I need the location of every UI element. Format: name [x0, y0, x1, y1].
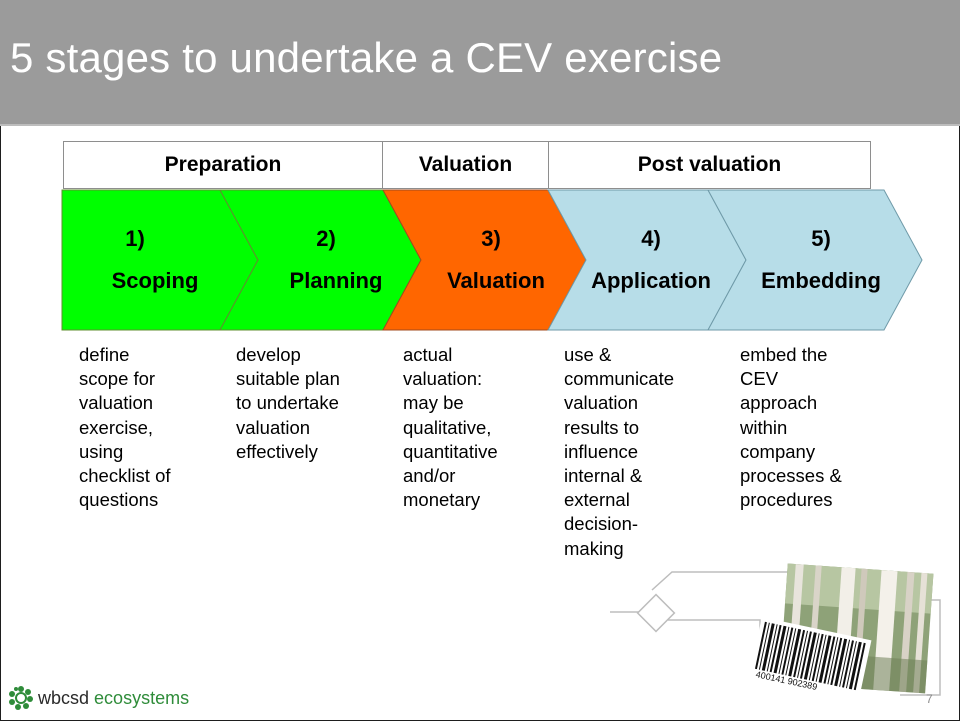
- stage-4-name: Application: [591, 268, 711, 293]
- stage-2-name: Planning: [289, 268, 383, 293]
- phase-valuation: Valuation: [383, 142, 549, 188]
- stage-1-description: define scope for valuation exercise, usi…: [79, 343, 171, 512]
- desc-line: within: [740, 416, 788, 438]
- desc-line: valuation:: [403, 368, 483, 390]
- stage-3-name: Valuation: [447, 268, 545, 293]
- desc-line: checklist of: [79, 465, 171, 487]
- wbcsd-logo: wbcsd ecosystems: [8, 685, 189, 711]
- stage-2-number: 2): [316, 226, 336, 251]
- stage-5-number: 5): [811, 226, 831, 251]
- desc-line: scope for: [79, 368, 156, 390]
- wbcsd-flower-icon: [9, 686, 33, 710]
- desc-line: define: [79, 344, 130, 365]
- stage-5-description: embed the CEV approach within company pr…: [740, 343, 842, 512]
- stage-5-chevron: [707, 189, 923, 331]
- stage-3-description: actual valuation: may be qualitative, qu…: [403, 343, 498, 512]
- stage-4-description: use & communicate valuation results to i…: [564, 343, 674, 561]
- desc-line: may be: [403, 392, 464, 414]
- desc-line: qualitative,: [403, 416, 492, 438]
- desc-line: exercise,: [79, 416, 154, 438]
- phase-preparation: Preparation: [64, 142, 383, 188]
- phase-header-table: Preparation Valuation Post valuation: [63, 141, 871, 189]
- stage-3-label: 3) Valuation: [436, 218, 556, 302]
- desc-line: procedures: [740, 489, 833, 511]
- stage-5-name: Embedding: [761, 268, 881, 293]
- phase-post-valuation: Post valuation: [637, 153, 782, 176]
- desc-line: communicate: [564, 368, 675, 390]
- desc-line: using: [79, 440, 124, 462]
- desc-line: influence: [564, 440, 639, 462]
- logo-text: wbcsd ecosystems: [38, 688, 189, 709]
- desc-line: internal &: [564, 465, 643, 487]
- desc-line: valuation: [564, 392, 639, 414]
- stage-2-label: 2) Planning: [276, 218, 396, 302]
- stage-4-number: 4): [641, 226, 661, 251]
- logo-wbcsd: wbcsd: [38, 687, 90, 708]
- stage-4-label: 4) Application: [578, 218, 724, 302]
- desc-line: quantitative: [403, 440, 498, 462]
- desc-line: develop: [236, 344, 301, 365]
- desc-line: questions: [79, 489, 159, 511]
- stage-1-number: 1): [125, 226, 145, 251]
- desc-line: valuation: [236, 416, 311, 438]
- desc-line: valuation: [79, 392, 154, 414]
- desc-line: results to: [564, 416, 640, 438]
- stage-2-description: develop suitable plan to undertake valua…: [236, 343, 340, 464]
- logo-ecosystems: ecosystems: [94, 687, 190, 708]
- page-number: 7: [926, 692, 933, 706]
- desc-line: use &: [564, 344, 612, 365]
- desc-line: decision-: [564, 513, 639, 535]
- desc-line: monetary: [403, 489, 481, 511]
- barcode-graphic: 400141 902389: [748, 617, 872, 701]
- desc-line: company: [740, 440, 816, 462]
- desc-line: approach: [740, 392, 818, 414]
- desc-line: making: [564, 537, 624, 559]
- slide-title: 5 stages to undertake a CEV exercise: [10, 34, 723, 81]
- desc-line: actual: [403, 344, 453, 365]
- desc-line: embed the: [740, 344, 828, 365]
- desc-line: suitable plan: [236, 368, 340, 390]
- desc-line: processes &: [740, 465, 842, 487]
- stage-3-number: 3): [481, 226, 501, 251]
- desc-line: CEV: [740, 368, 779, 390]
- title-bar: 5 stages to undertake a CEV exercise: [0, 0, 960, 126]
- desc-line: to undertake: [236, 392, 339, 414]
- stage-5-label: 5) Embedding: [746, 218, 896, 302]
- desc-line: external: [564, 489, 630, 511]
- stage-1-label: 1) Scoping: [90, 218, 220, 302]
- stage-1-name: Scoping: [111, 268, 199, 293]
- desc-line: effectively: [236, 440, 318, 462]
- desc-line: and/or: [403, 465, 456, 487]
